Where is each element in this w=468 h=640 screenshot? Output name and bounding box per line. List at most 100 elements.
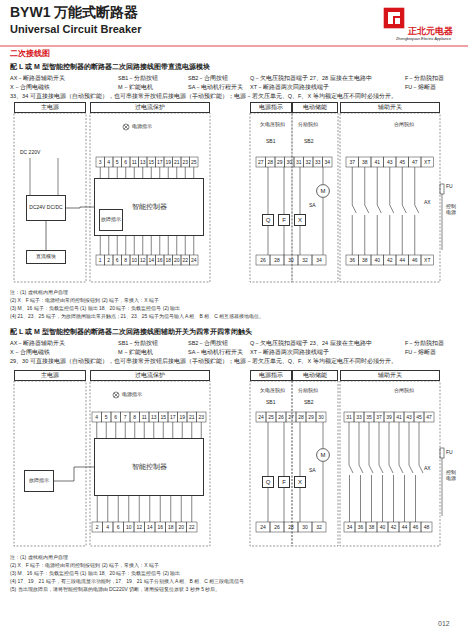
wire <box>100 167 101 178</box>
user-wiring-frame <box>14 381 86 546</box>
terminal-cell <box>270 522 284 532</box>
terminal-number: 19 <box>164 157 173 167</box>
wire <box>142 236 143 255</box>
terminal-number: 14 <box>147 255 156 265</box>
wire <box>379 422 380 465</box>
contact-symbol <box>389 465 393 473</box>
terminal-number: 27 <box>256 157 266 167</box>
component-label: AX <box>424 466 431 472</box>
terminal-cell <box>298 255 312 265</box>
terminal-number: 16 <box>156 255 165 265</box>
wire <box>100 236 101 255</box>
indicator-lamp <box>123 124 129 130</box>
terminal-number: 29 <box>275 157 285 167</box>
wire <box>323 167 324 184</box>
terminal-cell <box>256 255 270 265</box>
node-text: 辅助开关 <box>378 104 402 110</box>
terminal-cell <box>134 522 145 532</box>
indicator-lamp <box>113 392 119 398</box>
wire <box>168 167 169 178</box>
terminal-number: 6 <box>111 412 121 422</box>
node-text: Q <box>266 479 271 486</box>
page-subtitle: Universal Circuit Breaker <box>10 23 141 35</box>
component-label: 合闸脱扣 <box>394 122 414 128</box>
wire <box>364 167 365 205</box>
logo-mark <box>384 8 404 28</box>
terminal-cell <box>421 255 434 265</box>
node-text: 主电源 <box>41 104 59 110</box>
terminal-cell <box>190 255 199 265</box>
wire <box>193 167 194 178</box>
wire <box>409 422 410 465</box>
node-text: M <box>321 452 326 459</box>
wire <box>168 236 169 255</box>
terminal-cell <box>139 255 148 265</box>
contact-symbol <box>399 465 403 473</box>
legend-item: SA－电动机行程开关 <box>188 349 243 355</box>
terminal-cell <box>306 412 316 422</box>
legend-item: F－分励脱扣器 <box>405 75 444 81</box>
terminal-number: 17 <box>168 412 178 422</box>
wire <box>191 496 192 522</box>
component-label: 电源指示 <box>132 124 152 130</box>
terminal-number: 10 <box>130 255 139 265</box>
terminal-cell <box>122 255 131 265</box>
legend-item: Q－欠电压脱扣器端子 27、28 应接在主电路中 <box>250 75 372 81</box>
terminal-number: 46 <box>410 522 421 532</box>
component-label: SB2 <box>304 400 313 406</box>
fuse-symbol <box>440 448 444 458</box>
terminal-cell <box>147 255 156 265</box>
group-header: 电源指示 <box>250 102 292 113</box>
terminal-number: 40 <box>377 522 388 532</box>
terminal-cell <box>366 522 377 532</box>
legend-item: SB1－分励按钮 <box>118 75 158 81</box>
wire <box>323 462 324 522</box>
terminal-number: 35 <box>364 412 374 422</box>
node-text: 辅助开关 <box>378 372 402 378</box>
terminal-cell <box>404 412 414 422</box>
diagram-heading: 配 L 或 M 型智能控制器的断路器二次回路接线图带直流电源模块 <box>10 63 210 71</box>
terminal-number: 1 <box>96 255 105 265</box>
terminal-cell <box>359 255 372 265</box>
terminal-number: 16 <box>155 522 166 532</box>
terminal-number: 17 <box>156 157 165 167</box>
terminal-number: 4 <box>92 412 102 422</box>
terminal-number: 12 <box>139 255 148 265</box>
terminal-cell <box>388 522 399 532</box>
user-wiring-frame <box>292 113 338 282</box>
terminal-number: 3 <box>96 157 105 167</box>
wire <box>106 422 107 438</box>
terminal-number: 39 <box>384 412 394 422</box>
terminal-number: 11 <box>130 157 139 167</box>
terminal-cell <box>130 157 139 167</box>
wire <box>389 422 390 465</box>
terminal-cell <box>139 157 148 167</box>
terminal-cell <box>197 412 207 422</box>
header-rule <box>0 46 468 47</box>
legend-item: SB1－分励按钮 <box>118 340 158 346</box>
terminal-number: 5 <box>102 412 112 422</box>
terminal-cell <box>164 157 173 167</box>
wire <box>181 496 182 522</box>
terminal-cell <box>266 157 276 167</box>
page-title: BYW1 万能式断路器 <box>10 5 138 20</box>
terminal-number: 13 <box>139 157 148 167</box>
node-text: 电动储能 <box>303 104 327 110</box>
terminal-number: 26 <box>276 412 286 422</box>
wire <box>349 422 350 465</box>
legend-item: Q－欠电压脱扣器端子 23、24 应接在主电路中 <box>250 340 372 346</box>
terminal-cell <box>149 412 159 422</box>
node-text: 电源指示 <box>259 372 283 378</box>
terminal-cell <box>410 522 421 532</box>
terminal-number: 15 <box>147 157 156 167</box>
wire <box>300 226 301 255</box>
wiring-note: 29、30 可直接接电源（自动预贮能），也可串接常开按钮后接电源（手动预贮能）；… <box>10 358 397 364</box>
terminal-cell <box>176 522 187 532</box>
wire <box>284 488 285 522</box>
terminal-cell <box>384 255 397 265</box>
terminal-cell <box>181 255 190 265</box>
indicator-lamp <box>124 125 128 129</box>
terminal-number: 30 <box>284 255 298 265</box>
wire-connector <box>54 467 94 481</box>
user-wiring-frame <box>14 113 86 282</box>
